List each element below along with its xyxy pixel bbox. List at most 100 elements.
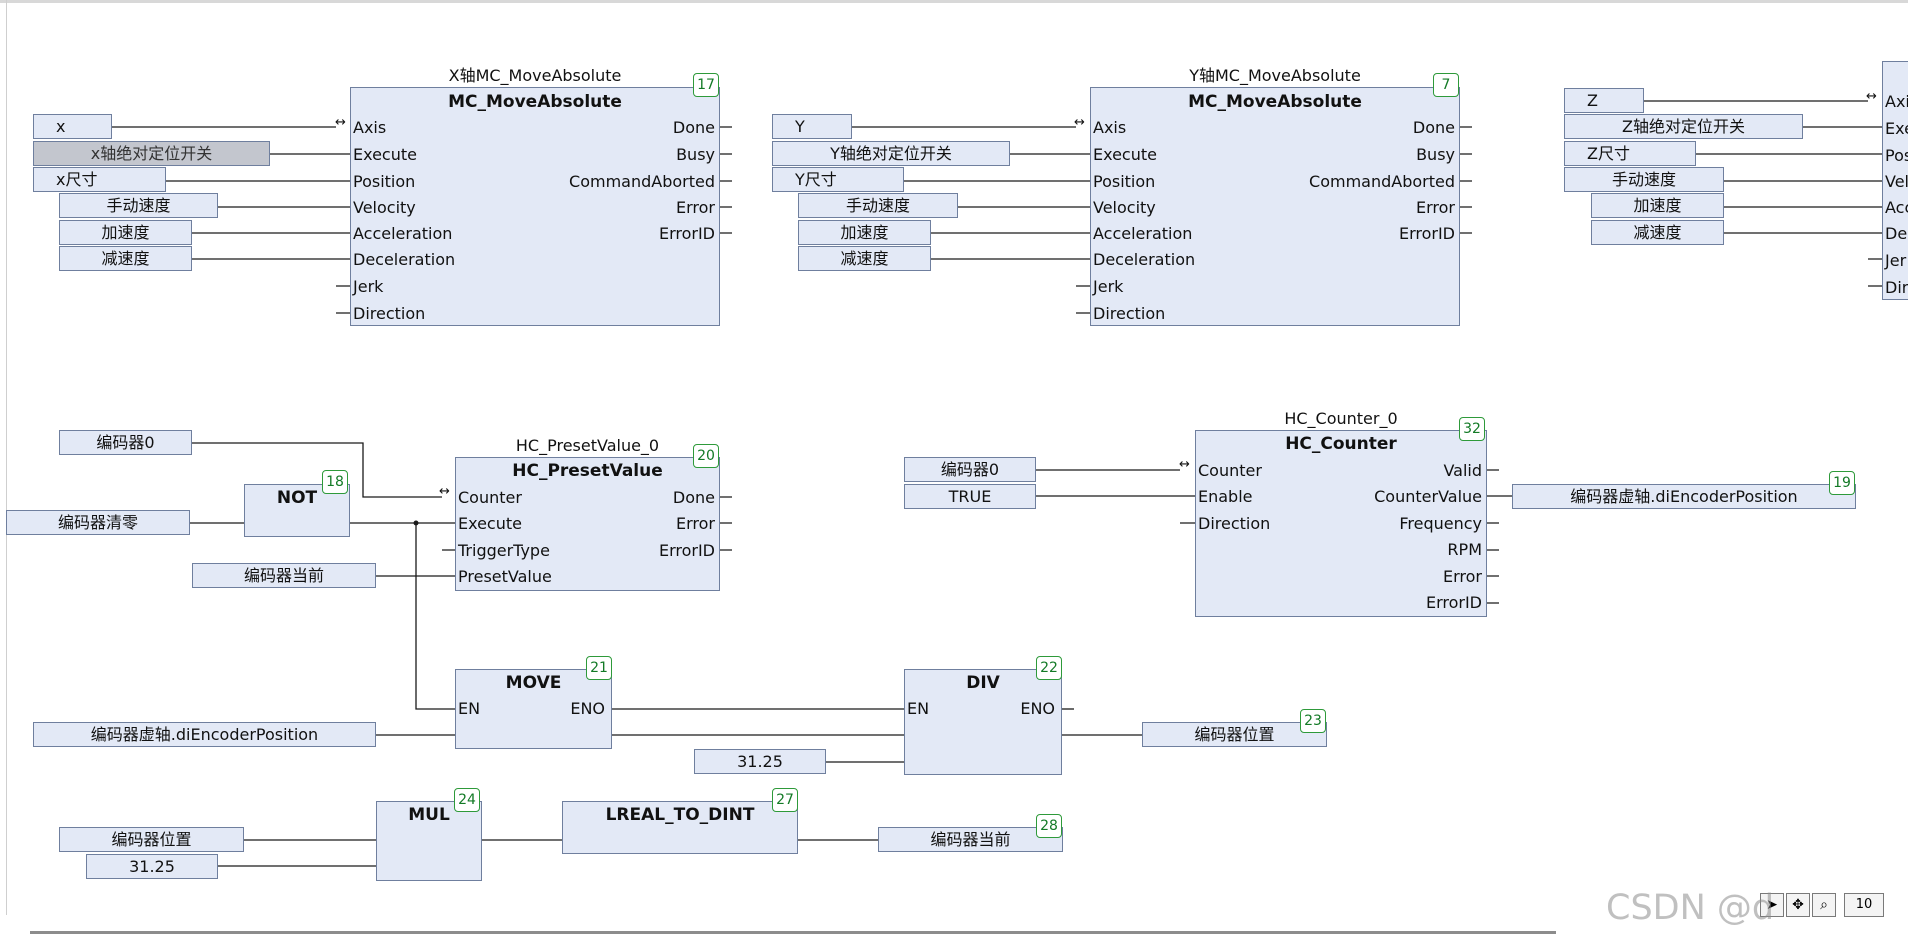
preset-pin-done: Done bbox=[672, 488, 715, 507]
var-mul-const[interactable]: 31.25 bbox=[86, 854, 218, 879]
y-pin-acceleration: Acceleration bbox=[1093, 224, 1193, 243]
var-x-pos[interactable]: x尺寸 bbox=[33, 167, 166, 192]
z-pin-direction: Dir bbox=[1885, 278, 1908, 297]
div-block[interactable]: DIV EN ENO bbox=[904, 669, 1062, 775]
y-pin-done: Done bbox=[1412, 118, 1455, 137]
counter-pin-frequency: Frequency bbox=[1399, 514, 1482, 533]
zoom-value[interactable]: 10 bbox=[1844, 893, 1884, 917]
x-block-type: MC_MoveAbsolute bbox=[448, 92, 622, 112]
counter-pin-direction: Direction bbox=[1198, 514, 1271, 533]
y-pin-busy: Busy bbox=[1416, 145, 1455, 164]
counter-pin-counter-value: CounterValue bbox=[1374, 487, 1482, 506]
y-block-exec-order: 7 bbox=[1433, 73, 1459, 97]
x-pin-error-id: ErrorID bbox=[658, 224, 715, 243]
var-x-axis[interactable]: x bbox=[33, 114, 112, 139]
var-encoder-current-in[interactable]: 编码器当前 bbox=[192, 563, 376, 588]
x-pin-jerk: Jerk bbox=[353, 277, 384, 296]
var-true-const[interactable]: TRUE bbox=[904, 484, 1036, 509]
x-pin-error: Error bbox=[676, 198, 715, 217]
var-z-pos[interactable]: Z尺寸 bbox=[1564, 141, 1696, 166]
var-encoder0-a[interactable]: 编码器0 bbox=[59, 430, 192, 455]
x-block-instance-name: X轴MC_MoveAbsolute bbox=[448, 66, 622, 85]
preset-instance-name: HC_PresetValue_0 bbox=[515, 436, 660, 455]
zoom-toolbar: ➤ ✥ ⌕ 10 bbox=[1760, 893, 1908, 919]
x-pin-done: Done bbox=[672, 118, 715, 137]
var-z-exec[interactable]: Z轴绝对定位开关 bbox=[1564, 114, 1803, 139]
var-encoder-position-out[interactable]: 编码器位置 bbox=[1142, 722, 1327, 747]
var-z-acc[interactable]: 加速度 bbox=[1591, 193, 1724, 218]
y-block-type: MC_MoveAbsolute bbox=[1188, 92, 1362, 112]
var-y-acc[interactable]: 加速度 bbox=[798, 220, 931, 245]
var-z-vel[interactable]: 手动速度 bbox=[1564, 167, 1724, 192]
var-x-dec[interactable]: 减速度 bbox=[59, 246, 192, 271]
y-move-absolute-block[interactable]: MC_MoveAbsolute Axis Execute Position Ve… bbox=[1090, 87, 1460, 326]
x-block-exec-order: 17 bbox=[693, 73, 719, 97]
counter-pin-rpm: RPM bbox=[1447, 540, 1482, 559]
counter-pin-error-id: ErrorID bbox=[1425, 593, 1482, 612]
move-pin-en: EN bbox=[458, 699, 481, 718]
var-x-vel[interactable]: 手动速度 bbox=[59, 193, 218, 218]
var-encoder0-b[interactable]: 编码器0 bbox=[904, 457, 1036, 482]
y-pin-error: Error bbox=[1416, 198, 1455, 217]
var-encoder-clear[interactable]: 编码器清零 bbox=[6, 510, 190, 535]
var-encoder-virtual-in[interactable]: 编码器虚轴.diEncoderPosition bbox=[33, 722, 376, 747]
mul-exec-order: 24 bbox=[454, 788, 480, 812]
var-encoder-position-out-order: 23 bbox=[1300, 709, 1326, 733]
y-pin-command-aborted: CommandAborted bbox=[1309, 172, 1455, 191]
move-block-type: MOVE bbox=[505, 673, 562, 693]
pan-icon[interactable]: ✥ bbox=[1786, 893, 1810, 917]
x-pin-execute: Execute bbox=[353, 145, 417, 164]
preset-value-block[interactable]: HC_PresetValue Counter Execute TriggerTy… bbox=[455, 457, 720, 591]
var-x-exec[interactable]: x轴绝对定位开关 bbox=[33, 141, 270, 166]
z-move-absolute-block[interactable]: Axi Exe Pos Vel Acc Dec Jer Dir bbox=[1882, 61, 1908, 300]
z-pin-acceleration: Acc bbox=[1885, 198, 1908, 217]
x-pin-direction: Direction bbox=[353, 304, 426, 323]
var-encoder-virtual-out[interactable]: 编码器虚轴.diEncoderPosition bbox=[1512, 484, 1856, 509]
x-move-absolute-block[interactable]: MC_MoveAbsolute Axis Execute Position Ve… bbox=[350, 87, 720, 326]
pointer-icon[interactable]: ➤ bbox=[1760, 893, 1784, 917]
var-encoder-virtual-out-order: 19 bbox=[1829, 471, 1855, 495]
wire-execute-move-en bbox=[415, 523, 455, 710]
not-block-type: NOT bbox=[276, 488, 318, 508]
mul-block[interactable]: MUL bbox=[376, 801, 482, 881]
not-block[interactable]: NOT bbox=[244, 484, 350, 537]
var-y-vel[interactable]: 手动速度 bbox=[798, 193, 958, 218]
move-block[interactable]: MOVE EN ENO bbox=[455, 669, 612, 749]
not-exec-order: 18 bbox=[322, 470, 348, 494]
hc-counter-block[interactable]: HC_Counter Counter Enable Direction Vali… bbox=[1195, 430, 1487, 617]
var-y-dec[interactable]: 减速度 bbox=[798, 246, 931, 271]
wire-enc0-counter bbox=[192, 442, 442, 498]
x-pin-velocity: Velocity bbox=[353, 198, 416, 217]
mul-block-type: MUL bbox=[408, 805, 450, 825]
var-y-pos[interactable]: Y尺寸 bbox=[772, 167, 904, 192]
preset-block-type: HC_PresetValue bbox=[512, 461, 663, 481]
preset-pin-trigger-type: TriggerType bbox=[458, 541, 550, 560]
counter-pin-error: Error bbox=[1443, 567, 1482, 586]
zoom-icon[interactable]: ⌕ bbox=[1812, 893, 1836, 917]
preset-pin-error: Error bbox=[676, 514, 715, 533]
var-encoder-current-out[interactable]: 编码器当前 bbox=[878, 827, 1063, 852]
var-x-acc[interactable]: 加速度 bbox=[59, 220, 192, 245]
horizontal-scrollbar[interactable] bbox=[30, 931, 1556, 934]
var-z-dec[interactable]: 减速度 bbox=[1591, 220, 1724, 245]
x-inout-arrow-icon: ↔ bbox=[335, 115, 346, 130]
var-z-axis[interactable]: Z bbox=[1564, 88, 1644, 113]
var-y-exec[interactable]: Y轴绝对定位开关 bbox=[772, 141, 1010, 166]
z-pin-execute: Exe bbox=[1885, 119, 1908, 138]
y-pin-error-id: ErrorID bbox=[1398, 224, 1455, 243]
y-pin-jerk: Jerk bbox=[1093, 277, 1124, 296]
y-pin-position: Position bbox=[1093, 172, 1156, 191]
var-y-axis[interactable]: Y bbox=[772, 114, 852, 139]
y-pin-deceleration: Deceleration bbox=[1093, 250, 1196, 269]
move-exec-order: 21 bbox=[586, 656, 612, 680]
lreal-to-dint-block[interactable]: LREAL_TO_DINT bbox=[562, 801, 798, 854]
var-div-const[interactable]: 31.25 bbox=[694, 749, 826, 774]
var-encoder-position-in[interactable]: 编码器位置 bbox=[59, 827, 244, 852]
z-pin-position: Pos bbox=[1885, 146, 1908, 165]
conv-block-type: LREAL_TO_DINT bbox=[605, 805, 755, 825]
counter-exec-order: 32 bbox=[1459, 417, 1485, 441]
div-pin-en: EN bbox=[907, 699, 930, 718]
y-pin-velocity: Velocity bbox=[1093, 198, 1156, 217]
